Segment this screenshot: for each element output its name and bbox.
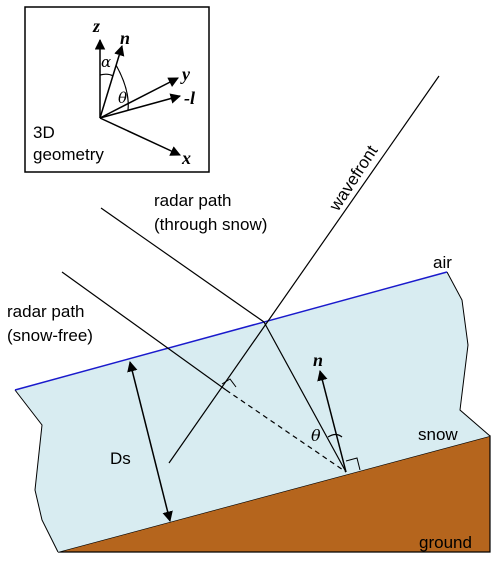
snow-right-edge [446, 271, 491, 437]
y-axis-label: y [180, 64, 191, 84]
ground-label: ground [419, 533, 472, 552]
inset-title-line1: 3D [33, 123, 55, 142]
radar-free-label-line1: radar path [7, 302, 85, 321]
right-angle-marker-ground [345, 457, 361, 471]
inset-3d-geometry: z n y -l x α θ 3D geometry [24, 6, 210, 173]
snow-label: snow [418, 425, 458, 444]
x-axis-arrow [99, 117, 181, 156]
normal-vector-arrow [317, 369, 347, 473]
radar-path-snow-free-dashed [225, 389, 347, 473]
depth-arrow [127, 360, 173, 523]
x-axis-label: x [181, 148, 191, 168]
radar-free-label-line2: (snow-free) [7, 326, 93, 345]
normal-label: n [313, 350, 323, 370]
wavefront-label: wavefront [325, 142, 382, 215]
n-vector-arrow [99, 44, 125, 119]
wavefront-line [168, 75, 440, 464]
air-label: air [433, 253, 452, 272]
inset-frame [24, 6, 210, 173]
z-axis-label: z [92, 16, 100, 36]
radar-through-label-line2: (through snow) [154, 215, 267, 234]
depth-label: Ds [110, 449, 131, 468]
radar-path-snow-free [61, 271, 227, 391]
snow-surface-line [14, 271, 448, 391]
theta-label: θ [311, 426, 321, 445]
alpha-arc [99, 73, 114, 77]
inset-title-line2: geometry [33, 145, 104, 164]
n-vector-label: n [120, 28, 130, 48]
y-axis-arrow [99, 77, 179, 119]
radar-path-through-snow-refracted [263, 321, 347, 473]
theta-arc-main [327, 433, 343, 438]
theta-symbol-inset: θ [118, 89, 127, 107]
neg-l-vector-arrow [99, 93, 182, 119]
theta-arc [115, 64, 129, 111]
snow-left-edge [14, 389, 59, 553]
radar-path-through-snow-air [100, 207, 265, 323]
right-angle-marker-wavefront [221, 378, 237, 388]
radar-through-label-line1: radar path [154, 191, 232, 210]
alpha-symbol: α [101, 53, 111, 71]
neg-l-label: -l [184, 88, 195, 108]
